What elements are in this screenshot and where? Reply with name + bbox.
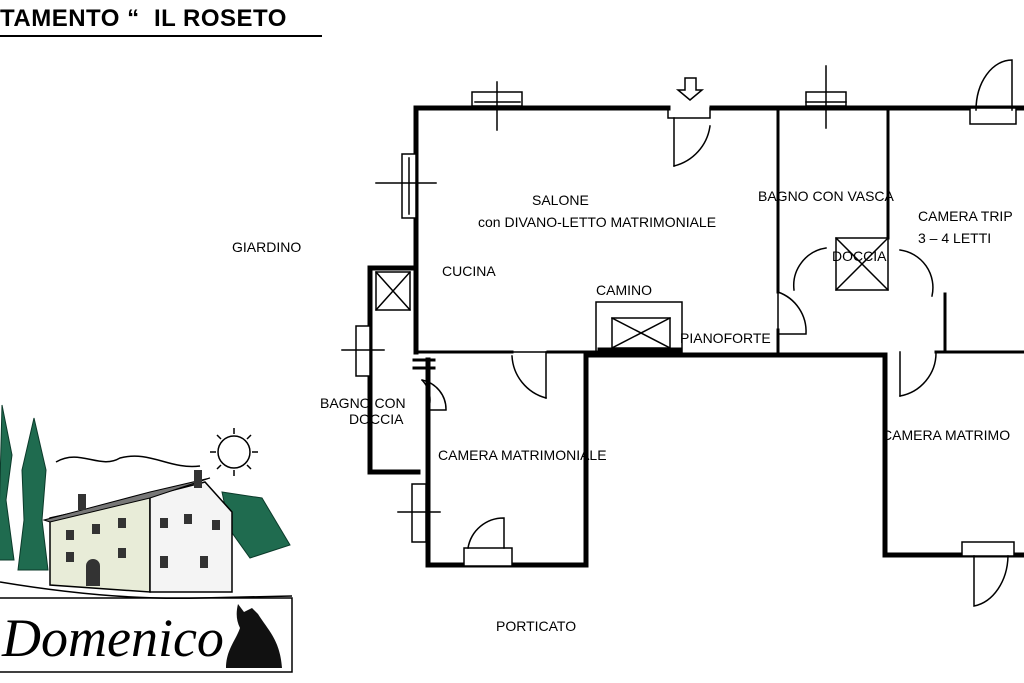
salone-label-2: con DIVANO-LETTO MATRIMONIALE (478, 214, 716, 230)
interior-walls (412, 110, 1024, 370)
pianoforte-label: PIANOFORTE (680, 330, 771, 346)
camera-matrimoniale-label: CAMERA MATRIMONIALE (438, 447, 607, 463)
bagno-doccia-label-2: DOCCIA (349, 411, 404, 427)
logo-text: Domenico (1, 608, 224, 668)
cucina-label: CUCINA (442, 263, 496, 279)
bagno-doccia-label-1: BAGNO CON (320, 395, 406, 411)
page-title: TAMENTO “ IL ROSETO (0, 5, 287, 32)
bagno-vasca-label: BAGNO CON VASCA (758, 188, 895, 204)
tree-icon (0, 404, 15, 561)
tree-icon (17, 417, 49, 571)
title-underline (0, 35, 322, 37)
sun-icon (217, 435, 251, 469)
entrance-arrow-icon (675, 77, 705, 101)
salone-label-1: SALONE (532, 192, 589, 208)
camino-label: CAMINO (596, 282, 652, 298)
windows (341, 65, 847, 543)
doors (420, 59, 1017, 607)
logo-illustration: Domenico (0, 404, 293, 673)
camera-tripla-label-2: 3 – 4 LETTI (918, 230, 991, 246)
doccia-label: DOCCIA (832, 248, 887, 264)
camera-matrimoniale-right-label: CAMERA MATRIMO (882, 427, 1010, 443)
porticato-label: PORTICATO (496, 618, 576, 634)
giardino-label: GIARDINO (232, 239, 301, 255)
camera-tripla-label-1: CAMERA TRIP (918, 208, 1013, 224)
outer-walls (367, 105, 1024, 568)
fixtures (374, 236, 890, 353)
cat-icon (226, 604, 282, 668)
